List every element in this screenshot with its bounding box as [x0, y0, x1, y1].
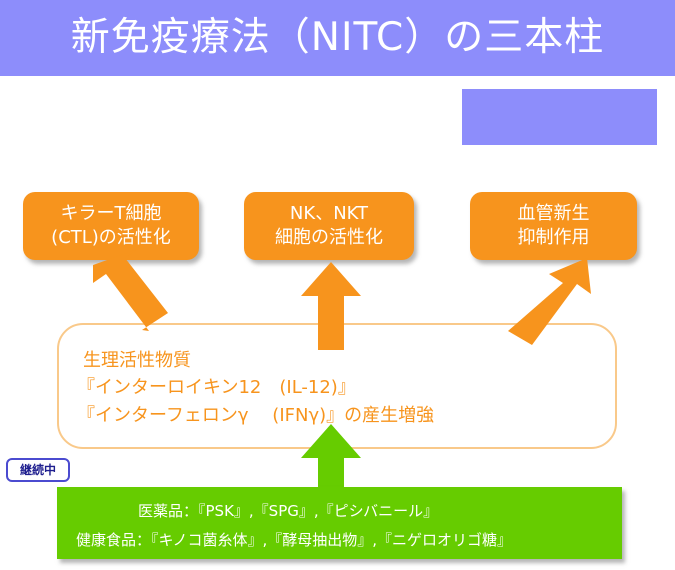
effect-angiogenesis-line1: 血管新生: [517, 203, 590, 224]
header-decor-box: [462, 89, 657, 145]
effect-nk-line2: 細胞の活性化: [275, 227, 383, 248]
effect-box-ctl: キラーT細胞 (CTL)の活性化: [23, 192, 199, 260]
bio-ifn: 『インターフェロンγ (IFNγ)』の産生増強: [77, 405, 435, 426]
products-health-foods: 健康食品：『キノコ菌糸体』,『酵母抽出物』,『ニゲロオリゴ糖』: [76, 531, 512, 549]
ongoing-badge: 継続中: [6, 458, 70, 482]
effect-ctl-line1: キラーT細胞: [60, 203, 162, 224]
effect-nk-line1: NK、NKT: [289, 203, 369, 224]
products-pharma: 医薬品：『PSK』,『SPG』,『ピシバニール』: [138, 502, 439, 520]
bio-heading: 生理活性物質: [83, 350, 191, 371]
effect-box-nk: NK、NKT 細胞の活性化: [244, 192, 414, 260]
products-box: [57, 487, 622, 559]
effect-angiogenesis-line2: 抑制作用: [517, 227, 590, 248]
arrow-to-ctl: [93, 249, 168, 331]
effect-ctl-line2: (CTL)の活性化: [51, 227, 171, 248]
effect-box-angiogenesis: 血管新生 抑制作用: [470, 192, 637, 260]
bio-il12: 『インターロイキン12 (IL-12)』: [77, 377, 356, 398]
page-title: 新免疫療法（NITC）の三本柱: [70, 15, 605, 60]
title-bar: [0, 0, 675, 76]
